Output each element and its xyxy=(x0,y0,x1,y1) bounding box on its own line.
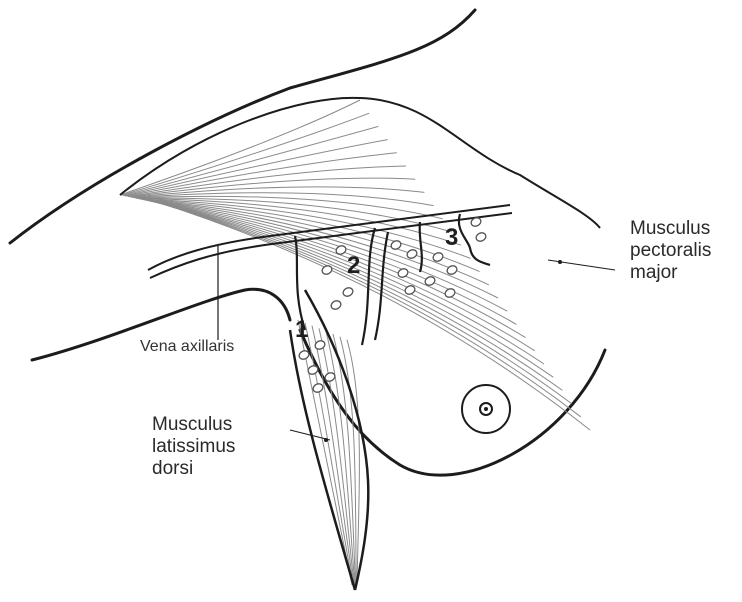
pectoralis-major-label: Musculus pectoralis major xyxy=(630,218,711,284)
pectoralis-fiber xyxy=(126,153,396,196)
axillary-vein xyxy=(148,205,615,440)
lymph-node xyxy=(312,382,324,393)
lymph-node xyxy=(444,287,456,298)
latissimus-fiber xyxy=(347,340,359,585)
shoulder-contour xyxy=(10,10,475,243)
pectoralis-fiber xyxy=(123,126,378,195)
pectoralis-fiber xyxy=(131,187,424,197)
lymph-node xyxy=(432,251,444,262)
pectoralis-fiber xyxy=(160,203,590,430)
level-3-label: 3 xyxy=(445,224,458,252)
pectoralis-fiber xyxy=(120,100,360,195)
lymph-node xyxy=(390,239,402,250)
lymph-node xyxy=(406,248,418,259)
lymph-node xyxy=(446,264,458,275)
lymph-node xyxy=(475,231,487,242)
lymph-node xyxy=(342,286,354,297)
chest-wall-contour xyxy=(300,330,605,475)
lymph-node xyxy=(330,299,342,310)
lymph-nodes xyxy=(298,216,487,393)
pectoralis-fiber xyxy=(122,113,370,195)
level-2-label: 2 xyxy=(347,252,360,280)
latissimus-dorsi-label: Musculus latissimus dorsi xyxy=(152,414,235,480)
latissimus-dorsi-fibers xyxy=(298,320,359,585)
body-outline xyxy=(10,10,605,475)
pectoralis-fiber xyxy=(155,202,562,390)
vena-axillaris-label: Vena axillaris xyxy=(140,338,234,356)
latissimus-fiber xyxy=(298,320,352,585)
latissimus-fiber xyxy=(319,328,354,585)
level-1-label: 1 xyxy=(295,316,308,344)
nipple xyxy=(462,385,510,433)
